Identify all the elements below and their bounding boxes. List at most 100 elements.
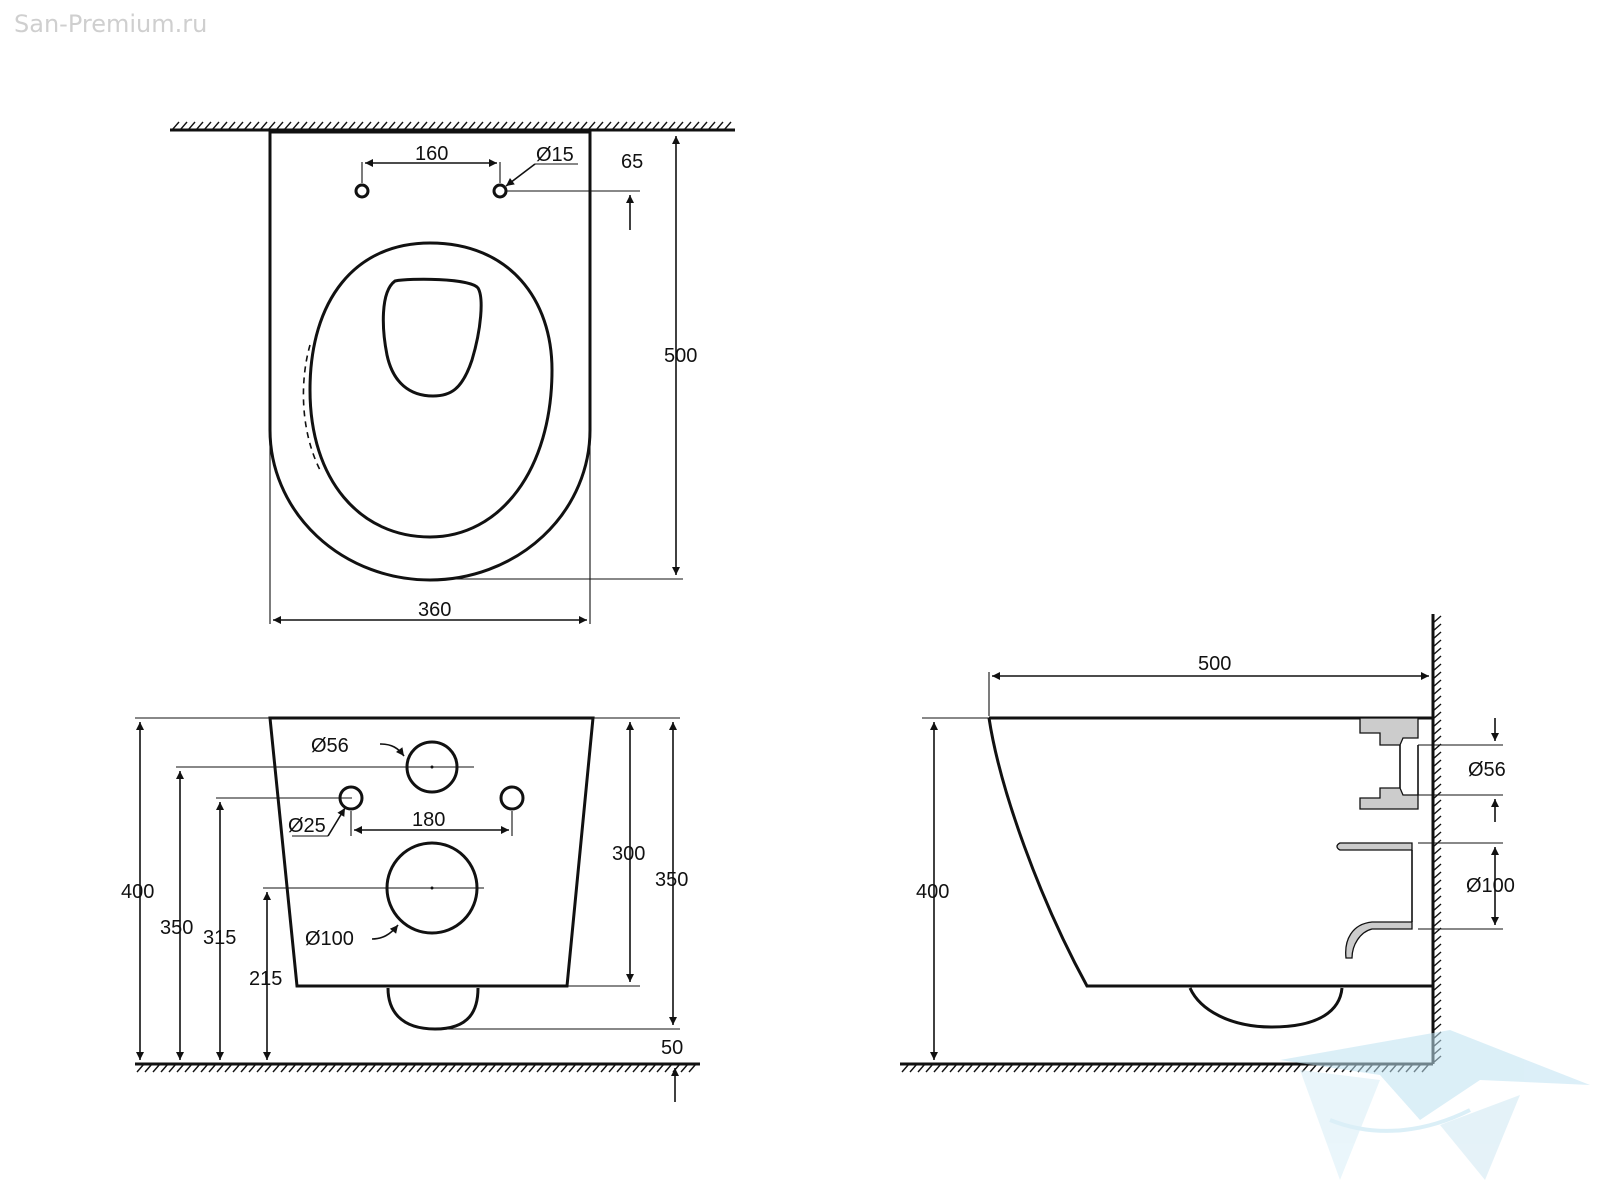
hatch-mark — [203, 121, 212, 131]
hatch-mark — [1432, 951, 1442, 960]
hatch-mark — [1432, 807, 1442, 816]
hatch-mark — [688, 1063, 697, 1073]
hatch-mark — [624, 1063, 633, 1073]
hatch-mark — [547, 121, 556, 131]
hatch-mark — [371, 121, 380, 131]
dim-outlet-diameter-side: Ø100 — [1466, 875, 1515, 897]
front-view: Ø56 180 Ø25 Ø100 400 350 315 215 300 — [121, 716, 700, 1102]
hatch-mark — [1093, 1063, 1102, 1073]
dim-inlet-diameter-front: Ø56 — [311, 735, 349, 757]
dim-outlet-diameter-front: Ø100 — [305, 928, 354, 950]
hatch-mark — [941, 1063, 950, 1073]
hatch-mark — [424, 1063, 433, 1073]
dim-bolt-spacing: 180 — [412, 809, 445, 831]
hatch-mark — [451, 121, 460, 131]
hatch-mark — [1165, 1063, 1174, 1073]
hatch-mark — [1432, 679, 1442, 688]
hatch-mark — [1277, 1063, 1286, 1073]
hatch-mark — [1045, 1063, 1054, 1073]
hatch-mark — [957, 1063, 966, 1073]
hatch-mark — [475, 121, 484, 131]
side-body-outline — [987, 716, 1433, 988]
hatch-mark — [1432, 759, 1442, 768]
mount-hole-left — [354, 183, 370, 199]
hatch-mark — [1189, 1063, 1198, 1073]
hatch-mark — [560, 1063, 569, 1073]
hatch-mark — [200, 1063, 209, 1073]
hatch-mark — [240, 1063, 249, 1073]
dim-bolt-diameter: Ø25 — [288, 815, 326, 837]
hatch-mark — [1432, 735, 1442, 744]
hatch-mark — [603, 121, 612, 131]
hatch-mark — [344, 1063, 353, 1073]
hatch-mark — [248, 1063, 257, 1073]
hatch-mark — [1133, 1063, 1142, 1073]
hatch-mark — [1432, 799, 1442, 808]
hatch-mark — [408, 1063, 417, 1073]
hatch-mark — [627, 121, 636, 131]
hatch-mark — [491, 121, 500, 131]
hatch-mark — [291, 121, 300, 131]
hatch-mark — [680, 1063, 689, 1073]
hatch-mark — [459, 121, 468, 131]
side-view: 500 400 Ø56 Ø100 — [900, 614, 1515, 1073]
hatch-mark — [1432, 815, 1442, 824]
hatch-mark — [368, 1063, 377, 1073]
hatch-mark — [1432, 895, 1442, 904]
hatch-mark — [1053, 1063, 1062, 1073]
hatch-mark — [395, 121, 404, 131]
hatch-mark — [219, 121, 228, 131]
hatch-mark — [1432, 655, 1442, 664]
hatch-mark — [1432, 919, 1442, 928]
hatch-mark — [259, 121, 268, 131]
hatch-mark — [1432, 1023, 1442, 1032]
hatch-mark — [187, 121, 196, 131]
hatch-mark — [1085, 1063, 1094, 1073]
hatch-mark — [576, 1063, 585, 1073]
hatch-mark — [448, 1063, 457, 1073]
floor-hatch-front — [135, 1062, 700, 1073]
hatch-mark — [1125, 1063, 1134, 1073]
hatch-mark — [917, 1063, 926, 1073]
hatch-mark — [272, 1063, 281, 1073]
watermark-text: San-Premium.ru — [14, 10, 208, 38]
hatch-mark — [467, 121, 476, 131]
dim-bolt-height: 315 — [203, 927, 236, 949]
dim-total-height-front: 400 — [121, 881, 154, 903]
hatch-mark — [949, 1063, 958, 1073]
hatch-mark — [504, 1063, 513, 1073]
outlet-section — [1336, 842, 1413, 959]
hatch-mark — [571, 121, 580, 131]
hatch-mark — [723, 121, 732, 131]
hatch-mark — [264, 1063, 273, 1073]
hatch-mark — [1229, 1063, 1238, 1073]
hatch-mark — [483, 121, 492, 131]
hatch-mark — [280, 1063, 289, 1073]
hatch-mark — [235, 121, 244, 131]
hatch-mark — [403, 121, 412, 131]
front-bottom-bulge — [386, 987, 480, 1031]
hatch-mark — [563, 121, 572, 131]
hatch-mark — [283, 121, 292, 131]
hatch-mark — [499, 121, 508, 131]
hatch-mark — [1432, 703, 1442, 712]
hatch-mark — [1432, 783, 1442, 792]
hatch-mark — [379, 121, 388, 131]
hatch-mark — [555, 121, 564, 131]
hatch-mark — [1432, 751, 1442, 760]
hatch-mark — [1173, 1063, 1182, 1073]
hatch-mark — [1285, 1063, 1294, 1073]
hatch-mark — [1432, 983, 1442, 992]
hatch-mark — [328, 1063, 337, 1073]
hatch-mark — [307, 121, 316, 131]
hatch-mark — [1432, 695, 1442, 704]
dim-width-top: 360 — [418, 599, 451, 621]
hatch-mark — [1077, 1063, 1086, 1073]
hatch-mark — [435, 121, 444, 131]
dim-pipe-spacing: 160 — [415, 143, 448, 165]
hatch-mark — [1237, 1063, 1246, 1073]
hatch-mark — [480, 1063, 489, 1073]
hatch-mark — [981, 1063, 990, 1073]
hatch-mark — [184, 1063, 193, 1073]
hatch-mark — [416, 1063, 425, 1073]
